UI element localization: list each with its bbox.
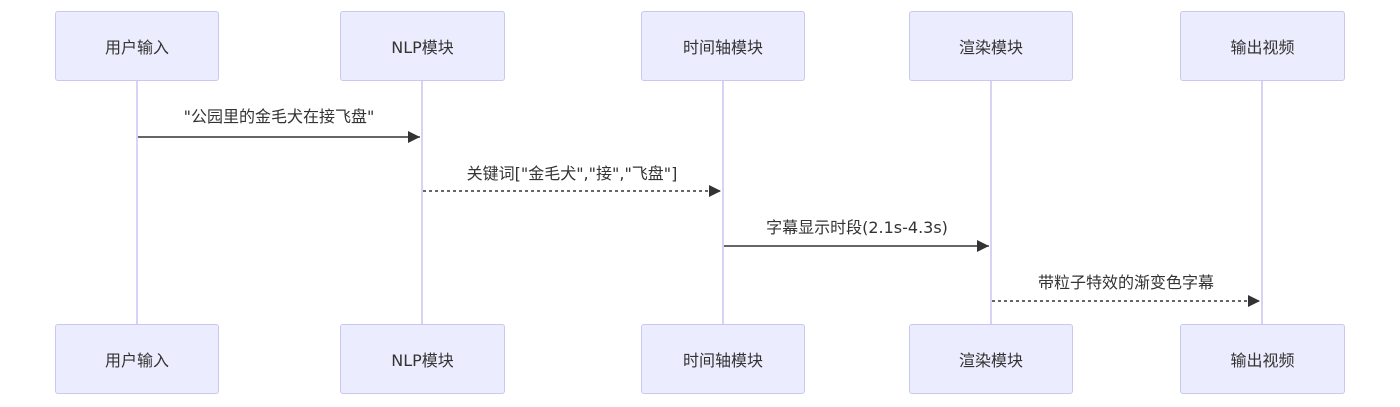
message-label-4: 带粒子特效的渐变色字幕 (1037, 273, 1215, 292)
actor-label: 时间轴模块 (682, 38, 763, 57)
actor-label: 输出视频 (1230, 38, 1295, 57)
actor-top-render: 渲染模块 (909, 11, 1073, 81)
message-label-3: 字幕显示时段(2.1s-4.3s) (766, 218, 948, 237)
actor-top-user: 用户输入 (55, 11, 219, 81)
actor-label: 渲染模块 (958, 38, 1023, 57)
actor-top-output: 输出视频 (1180, 11, 1345, 81)
actor-label: 时间轴模块 (682, 351, 763, 370)
actor-bottom-output: 输出视频 (1180, 324, 1345, 394)
message-label-2: 关键词["金毛犬","接","飞盘"] (466, 164, 678, 183)
actor-label: 输出视频 (1230, 351, 1295, 370)
actor-top-timeline: 时间轴模块 (641, 11, 805, 81)
message-label-1: "公园里的金毛犬在接飞盘" (183, 107, 375, 126)
actor-label: NLP模块 (391, 351, 454, 370)
actor-bottom-user: 用户输入 (55, 324, 219, 394)
actor-bottom-render: 渲染模块 (909, 324, 1073, 394)
actor-bottom-nlp: NLP模块 (340, 324, 505, 394)
actor-label: 渲染模块 (958, 351, 1023, 370)
actor-label: NLP模块 (391, 38, 454, 57)
actor-label: 用户输入 (104, 351, 169, 370)
actor-label: 用户输入 (104, 38, 169, 57)
actor-top-nlp: NLP模块 (340, 11, 505, 81)
actor-bottom-timeline: 时间轴模块 (641, 324, 805, 394)
